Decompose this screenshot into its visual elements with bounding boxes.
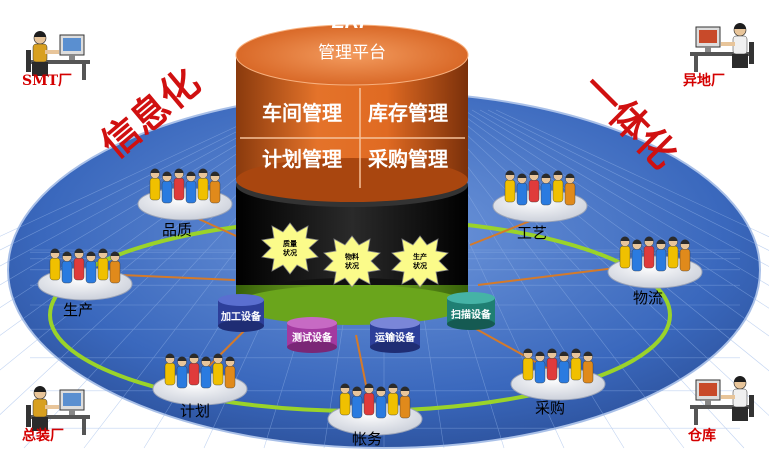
node-pod-process <box>492 170 588 223</box>
corner-label-remote: 异地厂 <box>683 72 725 89</box>
node-pod-purchasing <box>510 348 606 401</box>
svg-text:质量: 质量 <box>283 239 297 248</box>
status-burst-quality: 质量 状况 <box>261 222 319 275</box>
device-transport: 运输设备 <box>370 317 420 353</box>
corner-figures <box>26 23 754 435</box>
module-inventory: 库存管理 <box>368 101 448 125</box>
node-pod-accounting <box>327 383 423 436</box>
module-planning: 计划管理 <box>262 147 342 171</box>
svg-text:状况: 状况 <box>345 261 359 270</box>
module-purchasing: 采购管理 <box>368 147 448 171</box>
node-pod-quality <box>137 168 233 221</box>
erp-cylinder <box>235 24 469 202</box>
svg-text:运输设备: 运输设备 <box>375 331 416 344</box>
node-label-accounting: 帐务 <box>352 430 382 448</box>
svg-text:加工设备: 加工设备 <box>220 310 262 323</box>
device-testing: 测试设备 <box>287 317 337 353</box>
corner-label-smt: SMT厂 <box>22 73 72 89</box>
svg-text:状况: 状况 <box>413 261 427 270</box>
module-workshop: 车间管理 <box>262 101 342 125</box>
computer-user-icon-assembly <box>26 386 90 435</box>
svg-text:测试设备: 测试设备 <box>292 331 333 344</box>
node-label-planning: 计划 <box>180 402 210 420</box>
department-nodes <box>37 168 703 436</box>
corner-label-warehouse: 仓库 <box>687 427 716 444</box>
device-scanning: 扫描设备 <box>447 292 495 330</box>
computer-user-icon-warehouse <box>690 376 754 425</box>
computer-user-icon-remote <box>690 23 754 72</box>
status-burst-material: 物料 状况 <box>323 235 381 288</box>
node-label-quality: 品质 <box>162 221 192 239</box>
svg-text:生产: 生产 <box>413 252 427 261</box>
node-label-logistics: 物流 <box>633 289 663 307</box>
status-burst-production: 生产 状况 <box>391 235 449 288</box>
svg-text:物料: 物料 <box>345 252 359 261</box>
device-processing: 加工设备 <box>218 294 264 332</box>
platform-title: ERP <box>331 11 373 33</box>
svg-text:扫描设备: 扫描设备 <box>451 308 492 321</box>
node-label-purchasing: 采购 <box>535 399 565 417</box>
svg-text:状况: 状况 <box>283 248 297 257</box>
computer-user-icon-smt <box>26 31 90 80</box>
node-label-production: 生产 <box>63 301 93 319</box>
node-label-process: 工艺 <box>517 224 547 242</box>
node-pod-production <box>37 248 133 301</box>
platform-subtitle: 管理平台 <box>318 43 386 63</box>
node-pod-planning <box>152 353 248 406</box>
corner-label-assembly: 总装厂 <box>22 427 64 444</box>
node-pod-logistics <box>607 236 703 289</box>
